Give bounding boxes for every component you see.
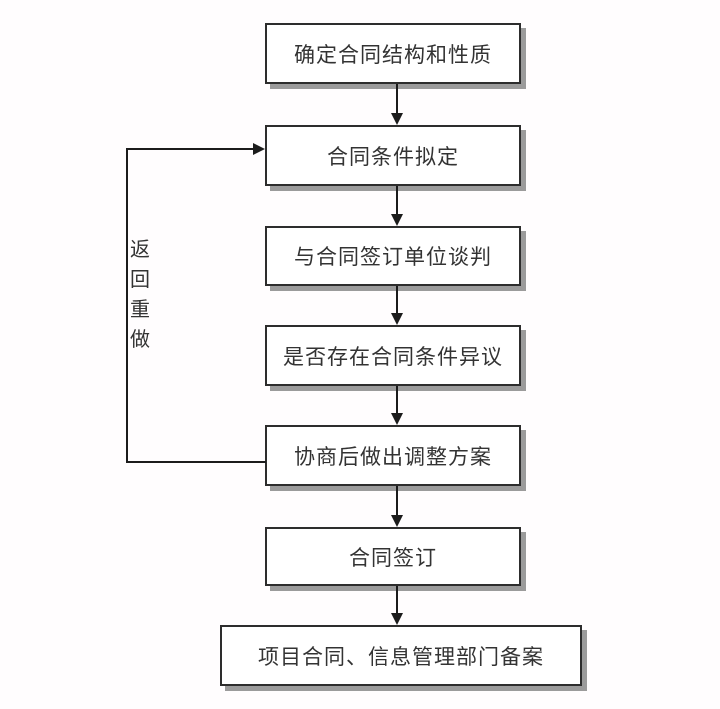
flow-node-objection-check: 是否存在合同条件异议 xyxy=(265,325,521,386)
arrow-line xyxy=(396,286,398,314)
flow-node-draft-conditions: 合同条件拟定 xyxy=(265,125,521,186)
arrow-line xyxy=(396,486,398,516)
arrowhead-down-icon xyxy=(391,313,403,325)
arrowhead-down-icon xyxy=(391,413,403,425)
flow-node-contract-signing: 合同签订 xyxy=(265,527,521,586)
arrowhead-down-icon xyxy=(391,214,403,226)
arrowhead-down-icon xyxy=(391,113,403,125)
loop-vertical-line xyxy=(126,148,128,463)
arrow-line xyxy=(396,186,398,215)
arrow-line xyxy=(396,84,398,115)
arrow-line xyxy=(396,386,398,414)
loop-bottom-line xyxy=(126,461,266,463)
flow-node-determine-structure: 确定合同结构和性质 xyxy=(265,23,521,84)
flow-node-negotiate: 与合同签订单位谈判 xyxy=(265,226,521,286)
loop-label-return-redo: 返回重做 xyxy=(130,237,150,351)
arrow-line xyxy=(396,586,398,614)
loop-top-line xyxy=(126,148,254,150)
arrowhead-down-icon xyxy=(391,613,403,625)
arrowhead-right-icon xyxy=(253,143,265,155)
flow-node-adjustment-plan: 协商后做出调整方案 xyxy=(265,425,521,486)
arrowhead-down-icon xyxy=(391,515,403,527)
flow-node-filing: 项目合同、信息管理部门备案 xyxy=(220,625,582,686)
